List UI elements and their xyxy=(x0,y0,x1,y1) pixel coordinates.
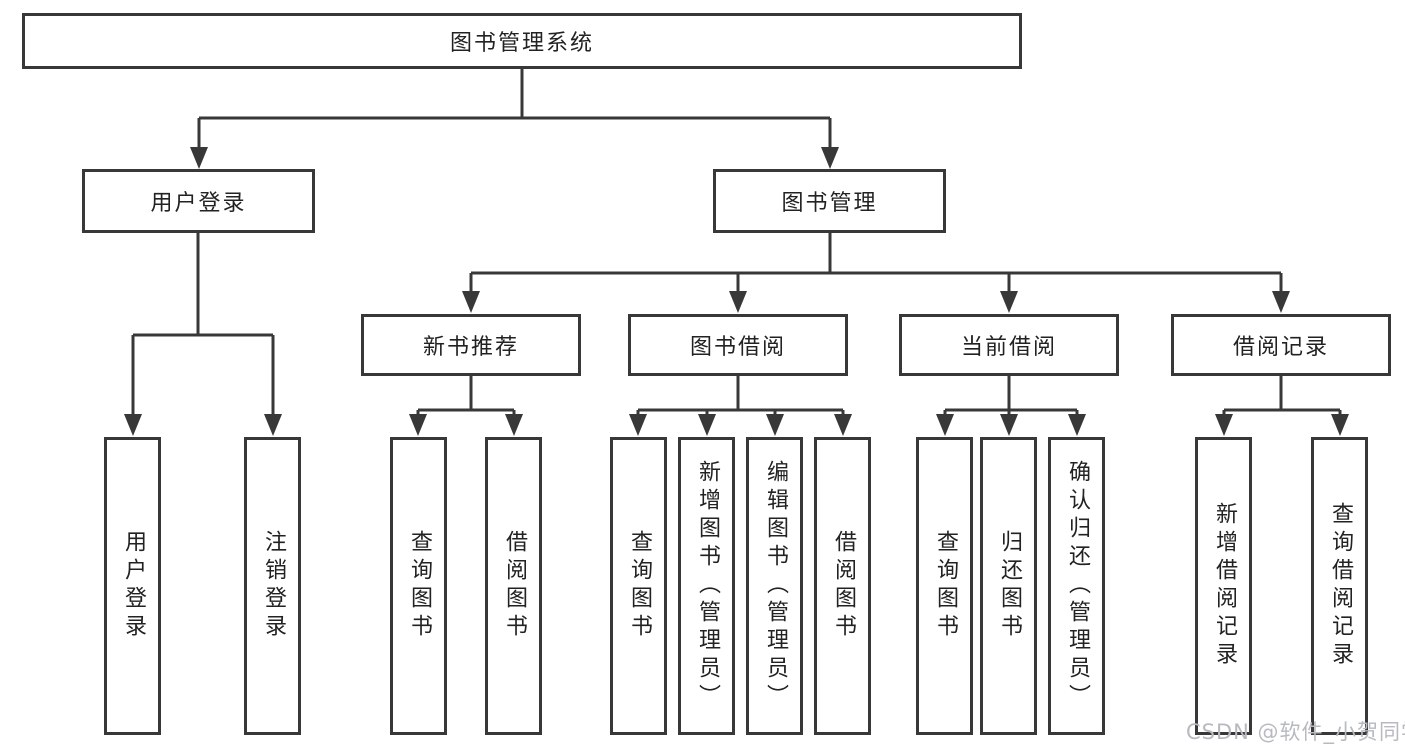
leaf-return-books: 归还图书 xyxy=(980,437,1037,735)
leaf-query-books-borrow: 查询图书 xyxy=(610,437,667,735)
node-user-login: 用户登录 xyxy=(82,169,315,233)
leaf-query-books-recommend: 查询图书 xyxy=(390,437,447,735)
arrowheads xyxy=(124,147,1349,436)
leaf-logout: 注销登录 xyxy=(244,437,301,735)
node-library-system: 图书管理系统 xyxy=(22,13,1022,69)
leaf-borrow-books-recommend: 借阅图书 xyxy=(485,437,542,735)
node-book-management: 图书管理 xyxy=(713,169,946,233)
leaf-edit-books-admin: 编辑图书（管理员） xyxy=(746,437,803,735)
leaf-add-borrow-record: 新增借阅记录 xyxy=(1195,437,1252,735)
leaf-user-login: 用户登录 xyxy=(104,437,161,735)
csdn-watermark: CSDN @软件_小贺同学 xyxy=(1186,720,1405,744)
node-book-borrow: 图书借阅 xyxy=(628,314,848,376)
leaf-query-borrow-record: 查询借阅记录 xyxy=(1311,437,1368,735)
node-new-book-recommend: 新书推荐 xyxy=(361,314,581,376)
leaf-borrow-books: 借阅图书 xyxy=(814,437,871,735)
leaf-query-books-current: 查询图书 xyxy=(916,437,973,735)
node-current-borrow: 当前借阅 xyxy=(899,314,1119,376)
leaf-add-books-admin: 新增图书（管理员） xyxy=(678,437,735,735)
leaf-confirm-return-admin: 确认归还（管理员） xyxy=(1048,437,1105,735)
node-borrow-records: 借阅记录 xyxy=(1171,314,1391,376)
